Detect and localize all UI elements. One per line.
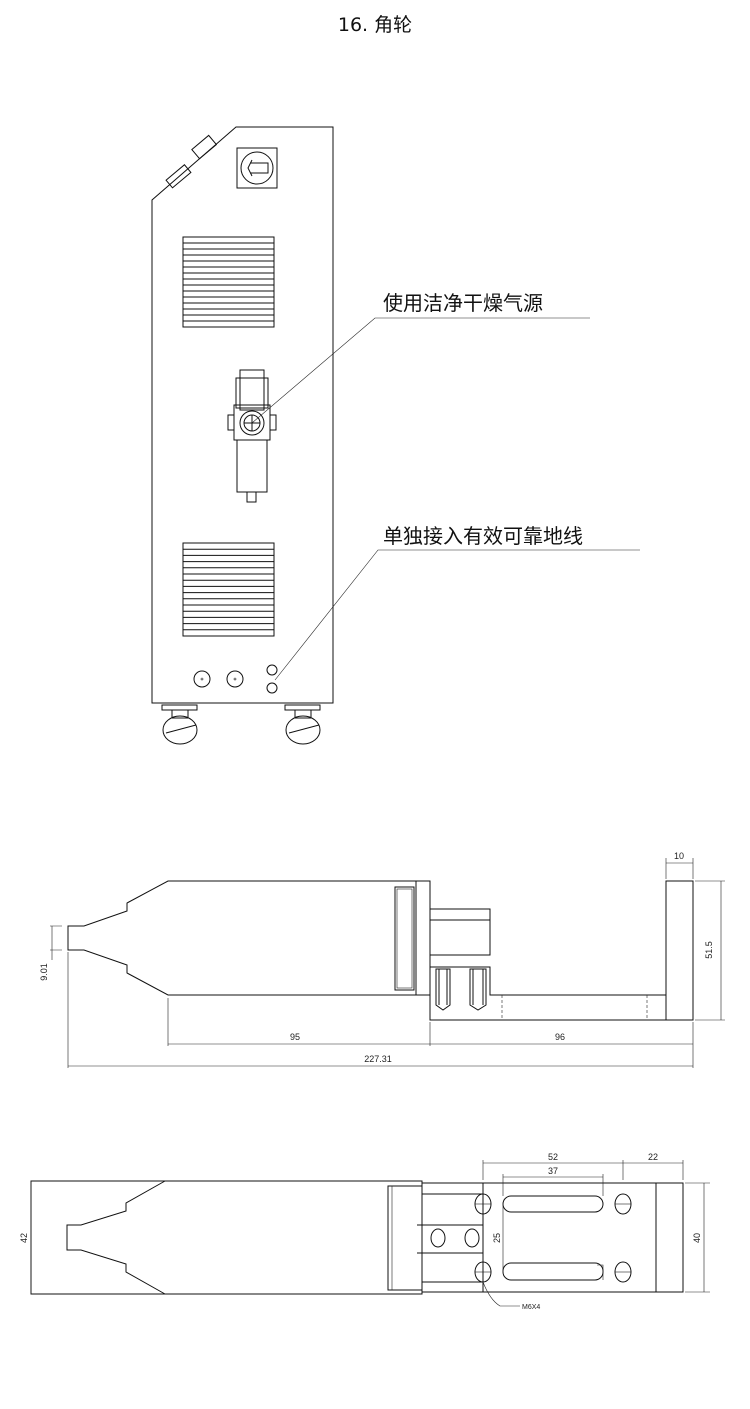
dim-25: 25 [492, 1233, 502, 1243]
caster-wheel [161, 704, 198, 745]
vent-grille [182, 236, 275, 328]
dim-52: 52 [548, 1152, 558, 1162]
dim-96: 96 [555, 1032, 565, 1042]
callout-clean-dry-air: 使用洁净干燥气源 [383, 291, 543, 315]
air-connector [165, 164, 192, 189]
side-view: 95 96 227.31 10 51.5 9.01 [39, 851, 725, 1068]
dim-227-31: 227.31 [364, 1054, 392, 1064]
air-connector [191, 134, 218, 160]
air-filter-regulator [227, 369, 277, 503]
cabinet-front-view [151, 126, 640, 745]
dim-51-5: 51.5 [704, 941, 714, 959]
main-switch-icon [236, 147, 278, 189]
callout-ground-wire: 单独接入有效可靠地线 [383, 524, 583, 548]
dim-22: 22 [648, 1152, 658, 1162]
dim-42: 42 [19, 1233, 29, 1243]
dim-9-01: 9.01 [39, 963, 49, 981]
vent-grille [182, 542, 275, 637]
caster-wheel [284, 704, 321, 745]
thread-label: M6X4 [522, 1304, 540, 1311]
dim-37: 37 [548, 1166, 558, 1176]
dim-95: 95 [290, 1032, 300, 1042]
top-view: 52 22 37 25 42 40 M6X4 [19, 1152, 710, 1311]
dim-10: 10 [674, 851, 684, 861]
dim-40: 40 [692, 1233, 702, 1243]
page-title: 16. 角轮 [337, 14, 413, 36]
